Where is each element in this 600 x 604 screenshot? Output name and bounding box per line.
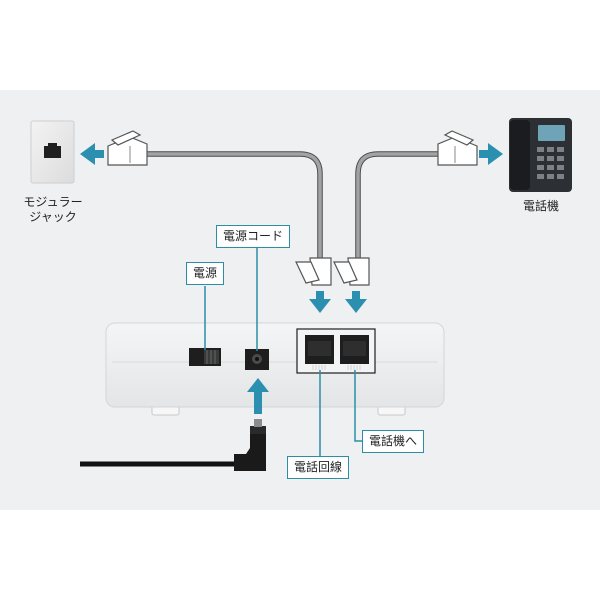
power-switch-icon xyxy=(189,348,221,366)
to-phone-callout: 電話機へ xyxy=(362,430,425,453)
device-body xyxy=(105,322,445,416)
arrow-down-right-icon xyxy=(345,291,367,313)
arrow-to-jack-icon xyxy=(80,143,104,165)
modular-jack-label: モジュラー ジャック xyxy=(10,195,96,225)
phone-out-port-icon xyxy=(340,335,369,370)
dc-jack-icon xyxy=(245,349,269,370)
telephone-icon xyxy=(509,118,572,192)
arrow-down-left-icon xyxy=(309,291,331,313)
power-callout: 電源 xyxy=(186,262,225,285)
arrow-up-power-icon xyxy=(247,378,269,414)
phone-line-callout: 電話回線 xyxy=(287,456,350,479)
arrow-to-phone-icon xyxy=(479,143,503,165)
telephone-label: 電話機 xyxy=(522,199,559,213)
power-cord xyxy=(80,419,266,471)
rj11-plug-right xyxy=(437,130,478,166)
power-cord-callout: 電源コード xyxy=(216,225,291,248)
modular-jack-label-line1: モジュラー xyxy=(23,195,83,209)
phone-port-panel xyxy=(296,328,376,374)
modular-jack-icon xyxy=(30,120,75,184)
modular-jack-label-line2: ジャック xyxy=(29,210,77,224)
rj11-plug-down-left xyxy=(295,257,332,286)
phone-cable-right xyxy=(355,151,438,258)
callout-lines xyxy=(204,248,362,456)
phone-line-port-icon xyxy=(305,335,334,370)
phone-cable-left xyxy=(147,151,323,258)
rj11-plug-down-right xyxy=(333,257,370,286)
rj11-plug-left xyxy=(107,130,148,166)
background-panel xyxy=(0,90,600,510)
